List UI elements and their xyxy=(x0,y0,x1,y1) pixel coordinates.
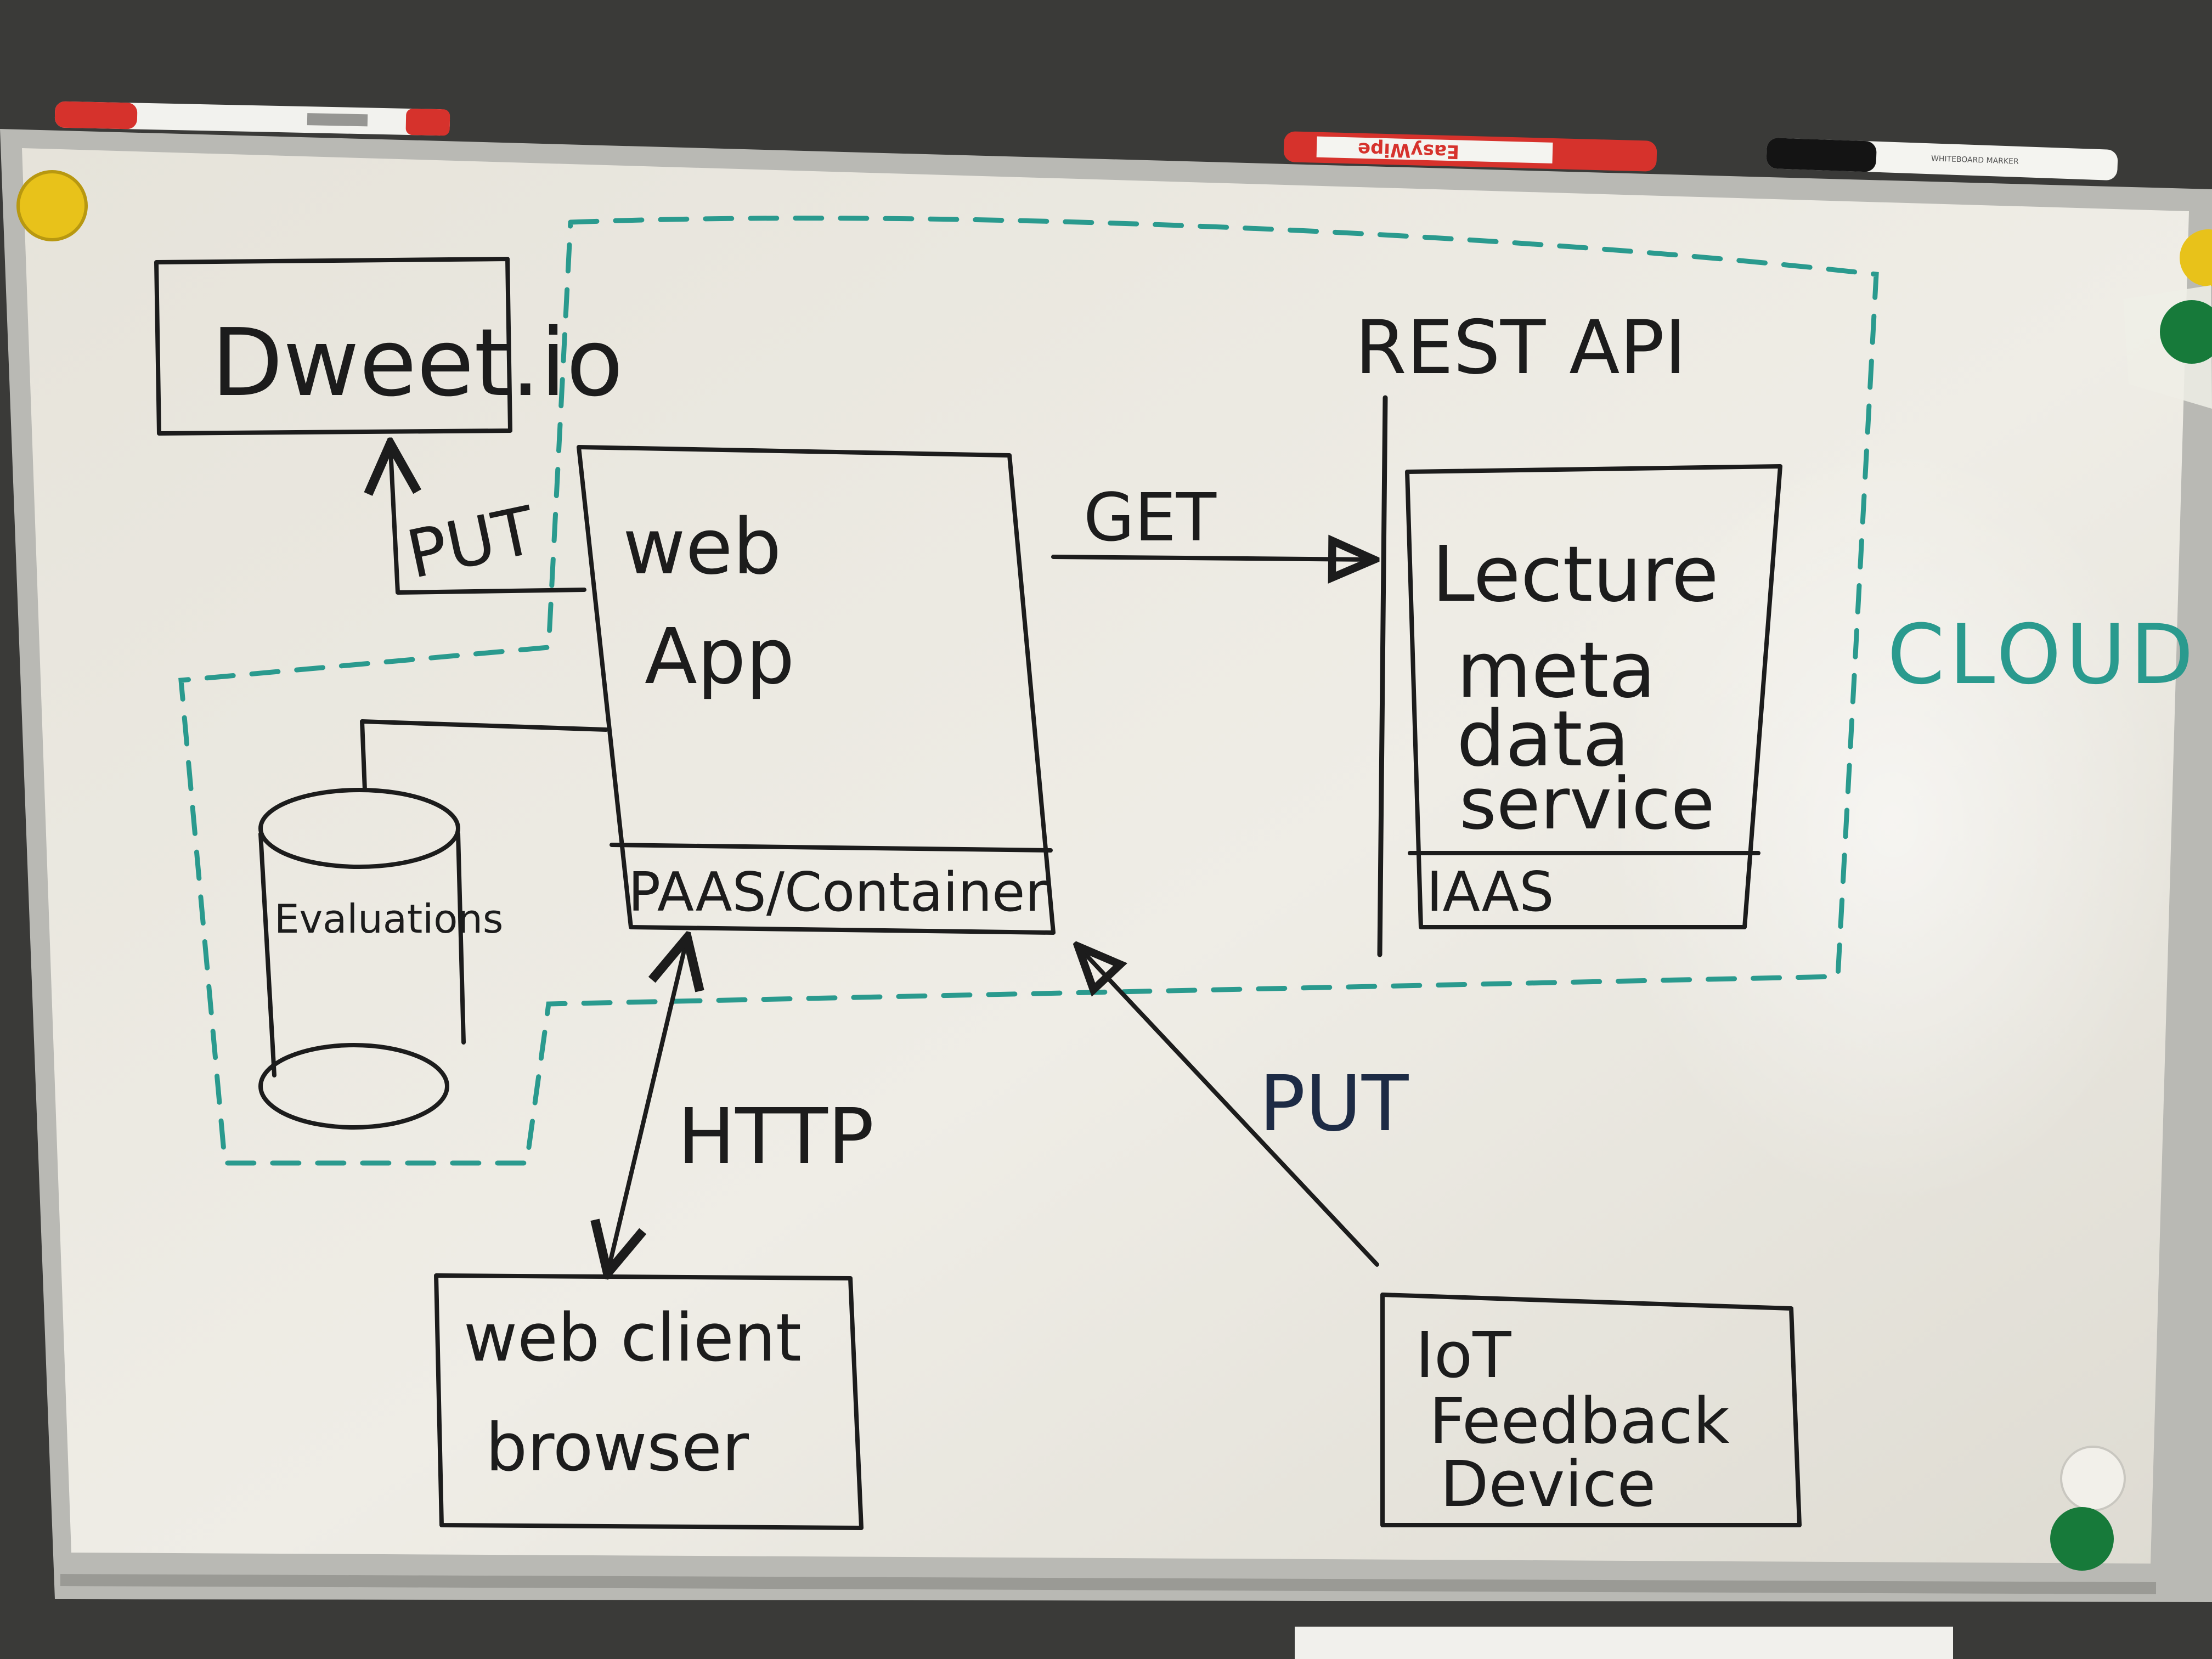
marker-red-right-label: EasyWipe xyxy=(1357,138,1459,162)
whiteboard xyxy=(0,129,2212,1659)
db-connector-line xyxy=(360,719,608,792)
lecture-service-box: Lecture meta data service IAAS xyxy=(1405,464,1782,929)
rest-api-line xyxy=(1377,395,1388,957)
dweet-io-box: Dweet.io xyxy=(154,257,623,436)
paper-sheet-bottom xyxy=(1295,1627,1953,1659)
paas-container-label: PAAS/Container xyxy=(628,861,1047,924)
web-client-box: web client browser xyxy=(434,1273,864,1530)
rest-api-group: REST API xyxy=(1355,304,1686,957)
cloud-boundary: CLOUD xyxy=(178,216,2198,1166)
marker-red-right: EasyWipe xyxy=(1283,131,1657,172)
put-bottom-label: PUT xyxy=(1259,1059,1409,1149)
magnet-yellow-right xyxy=(2180,229,2212,286)
put-arrow-iot: PUT xyxy=(1078,946,1409,1267)
http-label: HTTP xyxy=(678,1092,874,1182)
web-app-line1: web xyxy=(623,503,782,592)
board-glare xyxy=(1607,439,2178,1207)
iot-line1: IoT xyxy=(1415,1319,1511,1392)
service-line3: data xyxy=(1457,695,1629,784)
iot-device-box: IoT Feedback Device xyxy=(1380,1293,1802,1527)
magnet-green-right xyxy=(2160,300,2212,364)
get-arrow: GET xyxy=(1051,480,1374,560)
dweet-io-label: Dweet.io xyxy=(211,309,623,417)
cloud-label: CLOUD xyxy=(1887,607,2198,703)
service-line1: Lecture xyxy=(1432,530,1719,619)
magnet-white-bottom xyxy=(2060,1446,2126,1511)
magnet-green-bottom xyxy=(2050,1507,2114,1571)
evaluations-label: Evaluations xyxy=(274,896,503,942)
marker-red-left xyxy=(54,101,450,136)
whiteboard-surface xyxy=(22,148,2189,1564)
web-client-line2: browser xyxy=(486,1410,749,1486)
evaluations-database: Evaluations xyxy=(258,788,503,1130)
web-client-line1: web client xyxy=(464,1300,802,1376)
rest-api-label: REST API xyxy=(1355,304,1686,391)
iot-line3: Device xyxy=(1440,1448,1656,1521)
http-arrow: HTTP xyxy=(609,944,874,1267)
magnet-yellow-topleft xyxy=(16,170,88,241)
service-line4: service xyxy=(1459,762,1715,845)
web-app-line2: App xyxy=(645,612,795,702)
iaas-label: IAAS xyxy=(1426,860,1554,924)
get-label: GET xyxy=(1084,480,1217,556)
marker-black: WHITEBOARD MARKER xyxy=(1766,138,2118,180)
marker-black-label: WHITEBOARD MARKER xyxy=(1931,154,2019,166)
iot-line2: Feedback xyxy=(1429,1385,1730,1458)
web-app-box: web App PAAS/Container xyxy=(577,445,1056,935)
board-tray xyxy=(60,1574,2157,1594)
service-line2: meta xyxy=(1457,626,1656,715)
